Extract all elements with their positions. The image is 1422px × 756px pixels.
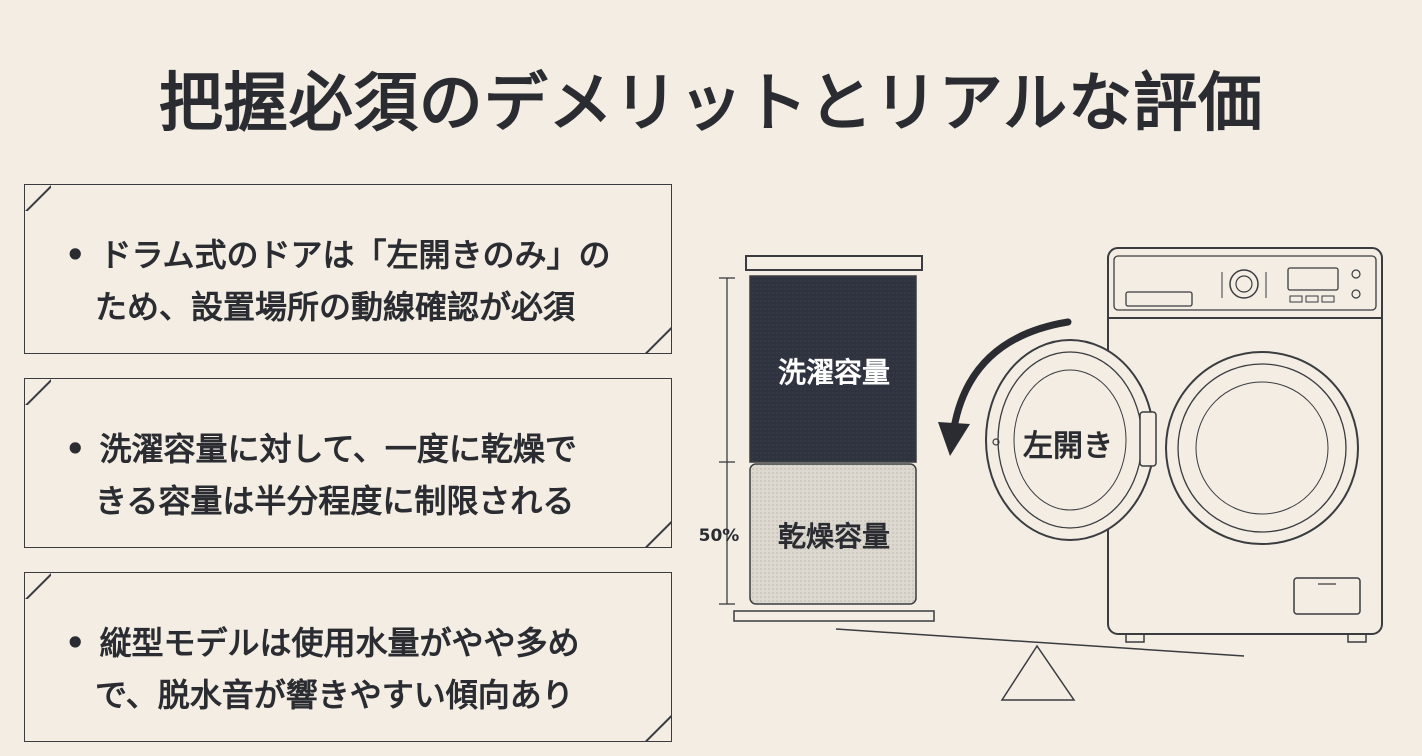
percent-label: 50% — [699, 526, 740, 546]
dry-capacity-label: 乾燥容量 — [778, 520, 890, 553]
bullet-icon: • — [65, 624, 86, 662]
capacity-container — [733, 255, 935, 622]
card-line: で、脱水音が響きやすい傾向あり — [95, 676, 574, 714]
open-door — [985, 339, 1157, 541]
card-text: • ドラム式のドアは「左開きのみ」の ため、設置場所の動線確認が必須 — [65, 229, 655, 333]
card-vertical-model: • 縦型モデルは使用水量がやや多め で、脱水音が響きやすい傾向あり — [24, 572, 672, 742]
measure-lines — [719, 277, 735, 605]
card-line: きる容量は半分程度に制限される — [95, 482, 575, 520]
wash-capacity-block — [749, 275, 917, 463]
container-lid — [745, 255, 923, 271]
wash-capacity-label: 洗濯容量 — [778, 356, 890, 389]
rotate-left-arrow-icon — [938, 318, 1072, 456]
dry-capacity-block — [749, 463, 917, 605]
card-line: 洗濯容量に対して、一度に乾燥で — [99, 430, 577, 468]
card-line: ため、設置場所の動線確認が必須 — [95, 288, 576, 326]
page-title: 把握必須のデメリットとリアルな評価 — [158, 67, 1264, 141]
seesaw — [835, 628, 1245, 701]
card-door: • ドラム式のドアは「左開きのみ」の ため、設置場所の動線確認が必須 — [24, 184, 672, 354]
bullet-icon: • — [65, 430, 86, 468]
card-dry-capacity: • 洗濯容量に対して、一度に乾燥で きる容量は半分程度に制限される — [24, 378, 672, 548]
door-open-label: 左開き — [1023, 429, 1113, 464]
card-text: • 縦型モデルは使用水量がやや多め で、脱水音が響きやすい傾向あり — [65, 617, 655, 721]
door-hinge — [1139, 411, 1157, 467]
container-base — [733, 610, 935, 622]
washing-machine-icon — [1107, 247, 1383, 643]
card-text: • 洗濯容量に対して、一度に乾燥で きる容量は半分程度に制限される — [65, 423, 655, 527]
bullet-icon: • — [65, 236, 86, 274]
card-line: ドラム式のドアは「左開きのみ」の — [99, 236, 611, 274]
card-line: 縦型モデルは使用水量がやや多め — [99, 624, 580, 662]
